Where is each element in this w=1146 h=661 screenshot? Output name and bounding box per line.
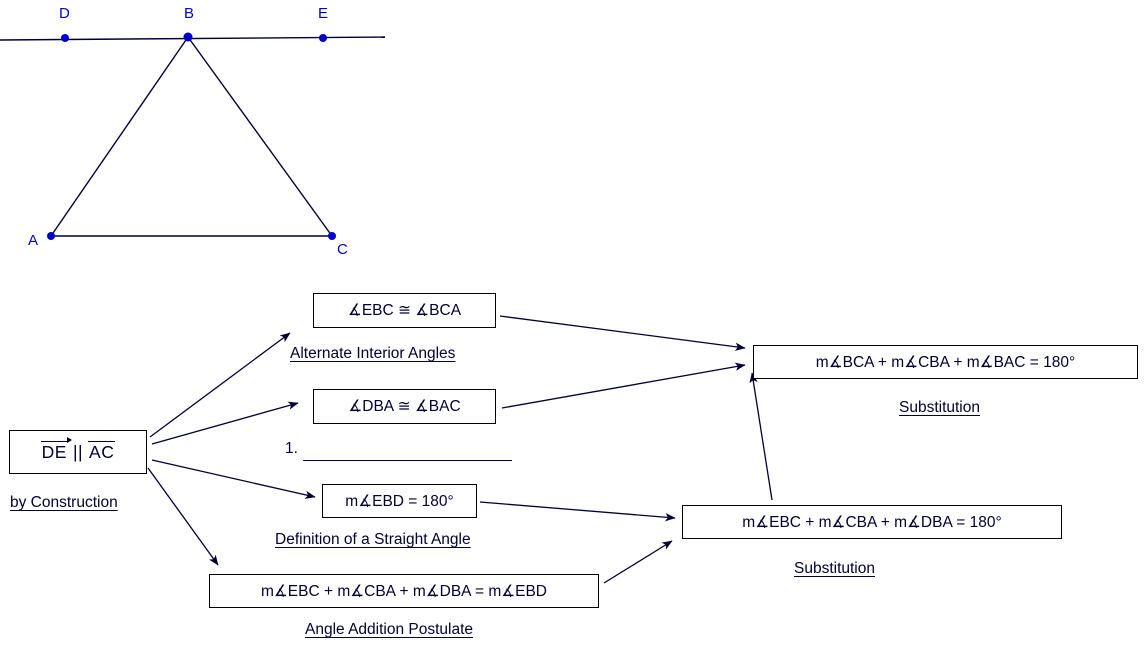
point-label-E: E: [318, 5, 329, 22]
statement-box-ebc-bca: ∡EBC ≅ ∡BCA: [313, 293, 496, 328]
statement-box-given: DE || AC: [9, 430, 147, 474]
statement-box-ebd-180: m∡EBD = 180°: [322, 484, 477, 518]
point-label-C: C: [337, 241, 348, 258]
blank-number-label: 1.: [285, 440, 298, 457]
triangle-figure: [0, 32, 386, 240]
statement-box-dba-bac: ∡DBA ≅ ∡BAC: [313, 389, 496, 424]
reason-alternate-interior-angles: Alternate Interior Angles: [290, 345, 456, 362]
reason-substitution-upper: Substitution: [899, 399, 980, 416]
label-DE: DE: [41, 441, 67, 462]
segment-AC: AC: [88, 441, 116, 463]
reason-definition-straight-angle: Definition of a Straight Angle: [275, 531, 471, 548]
point-C: [328, 232, 336, 240]
point-A: [47, 232, 55, 240]
statement-box-sum-180: m∡BCA + m∡CBA + m∡BAC = 180°: [753, 345, 1138, 379]
statement-box-sum-ebd: m∡EBC + m∡CBA + m∡DBA = 180°: [682, 505, 1062, 539]
point-D: [61, 34, 69, 42]
statement-box-angle-addition: m∡EBC + m∡CBA + m∡DBA = m∡EBD: [209, 574, 599, 608]
reason-angle-addition-postulate: Angle Addition Postulate: [305, 621, 474, 638]
segment-DE: DE: [40, 437, 72, 462]
reason-by-construction: by Construction: [10, 494, 118, 511]
point-label-D: D: [59, 5, 70, 22]
blank-answer-line[interactable]: [303, 440, 512, 461]
parallel-symbol: ||: [72, 441, 84, 462]
point-B: [183, 32, 193, 42]
point-label-A: A: [28, 232, 39, 249]
point-label-B: B: [184, 5, 195, 22]
reason-substitution-lower: Substitution: [794, 560, 875, 577]
point-E: [319, 34, 327, 42]
